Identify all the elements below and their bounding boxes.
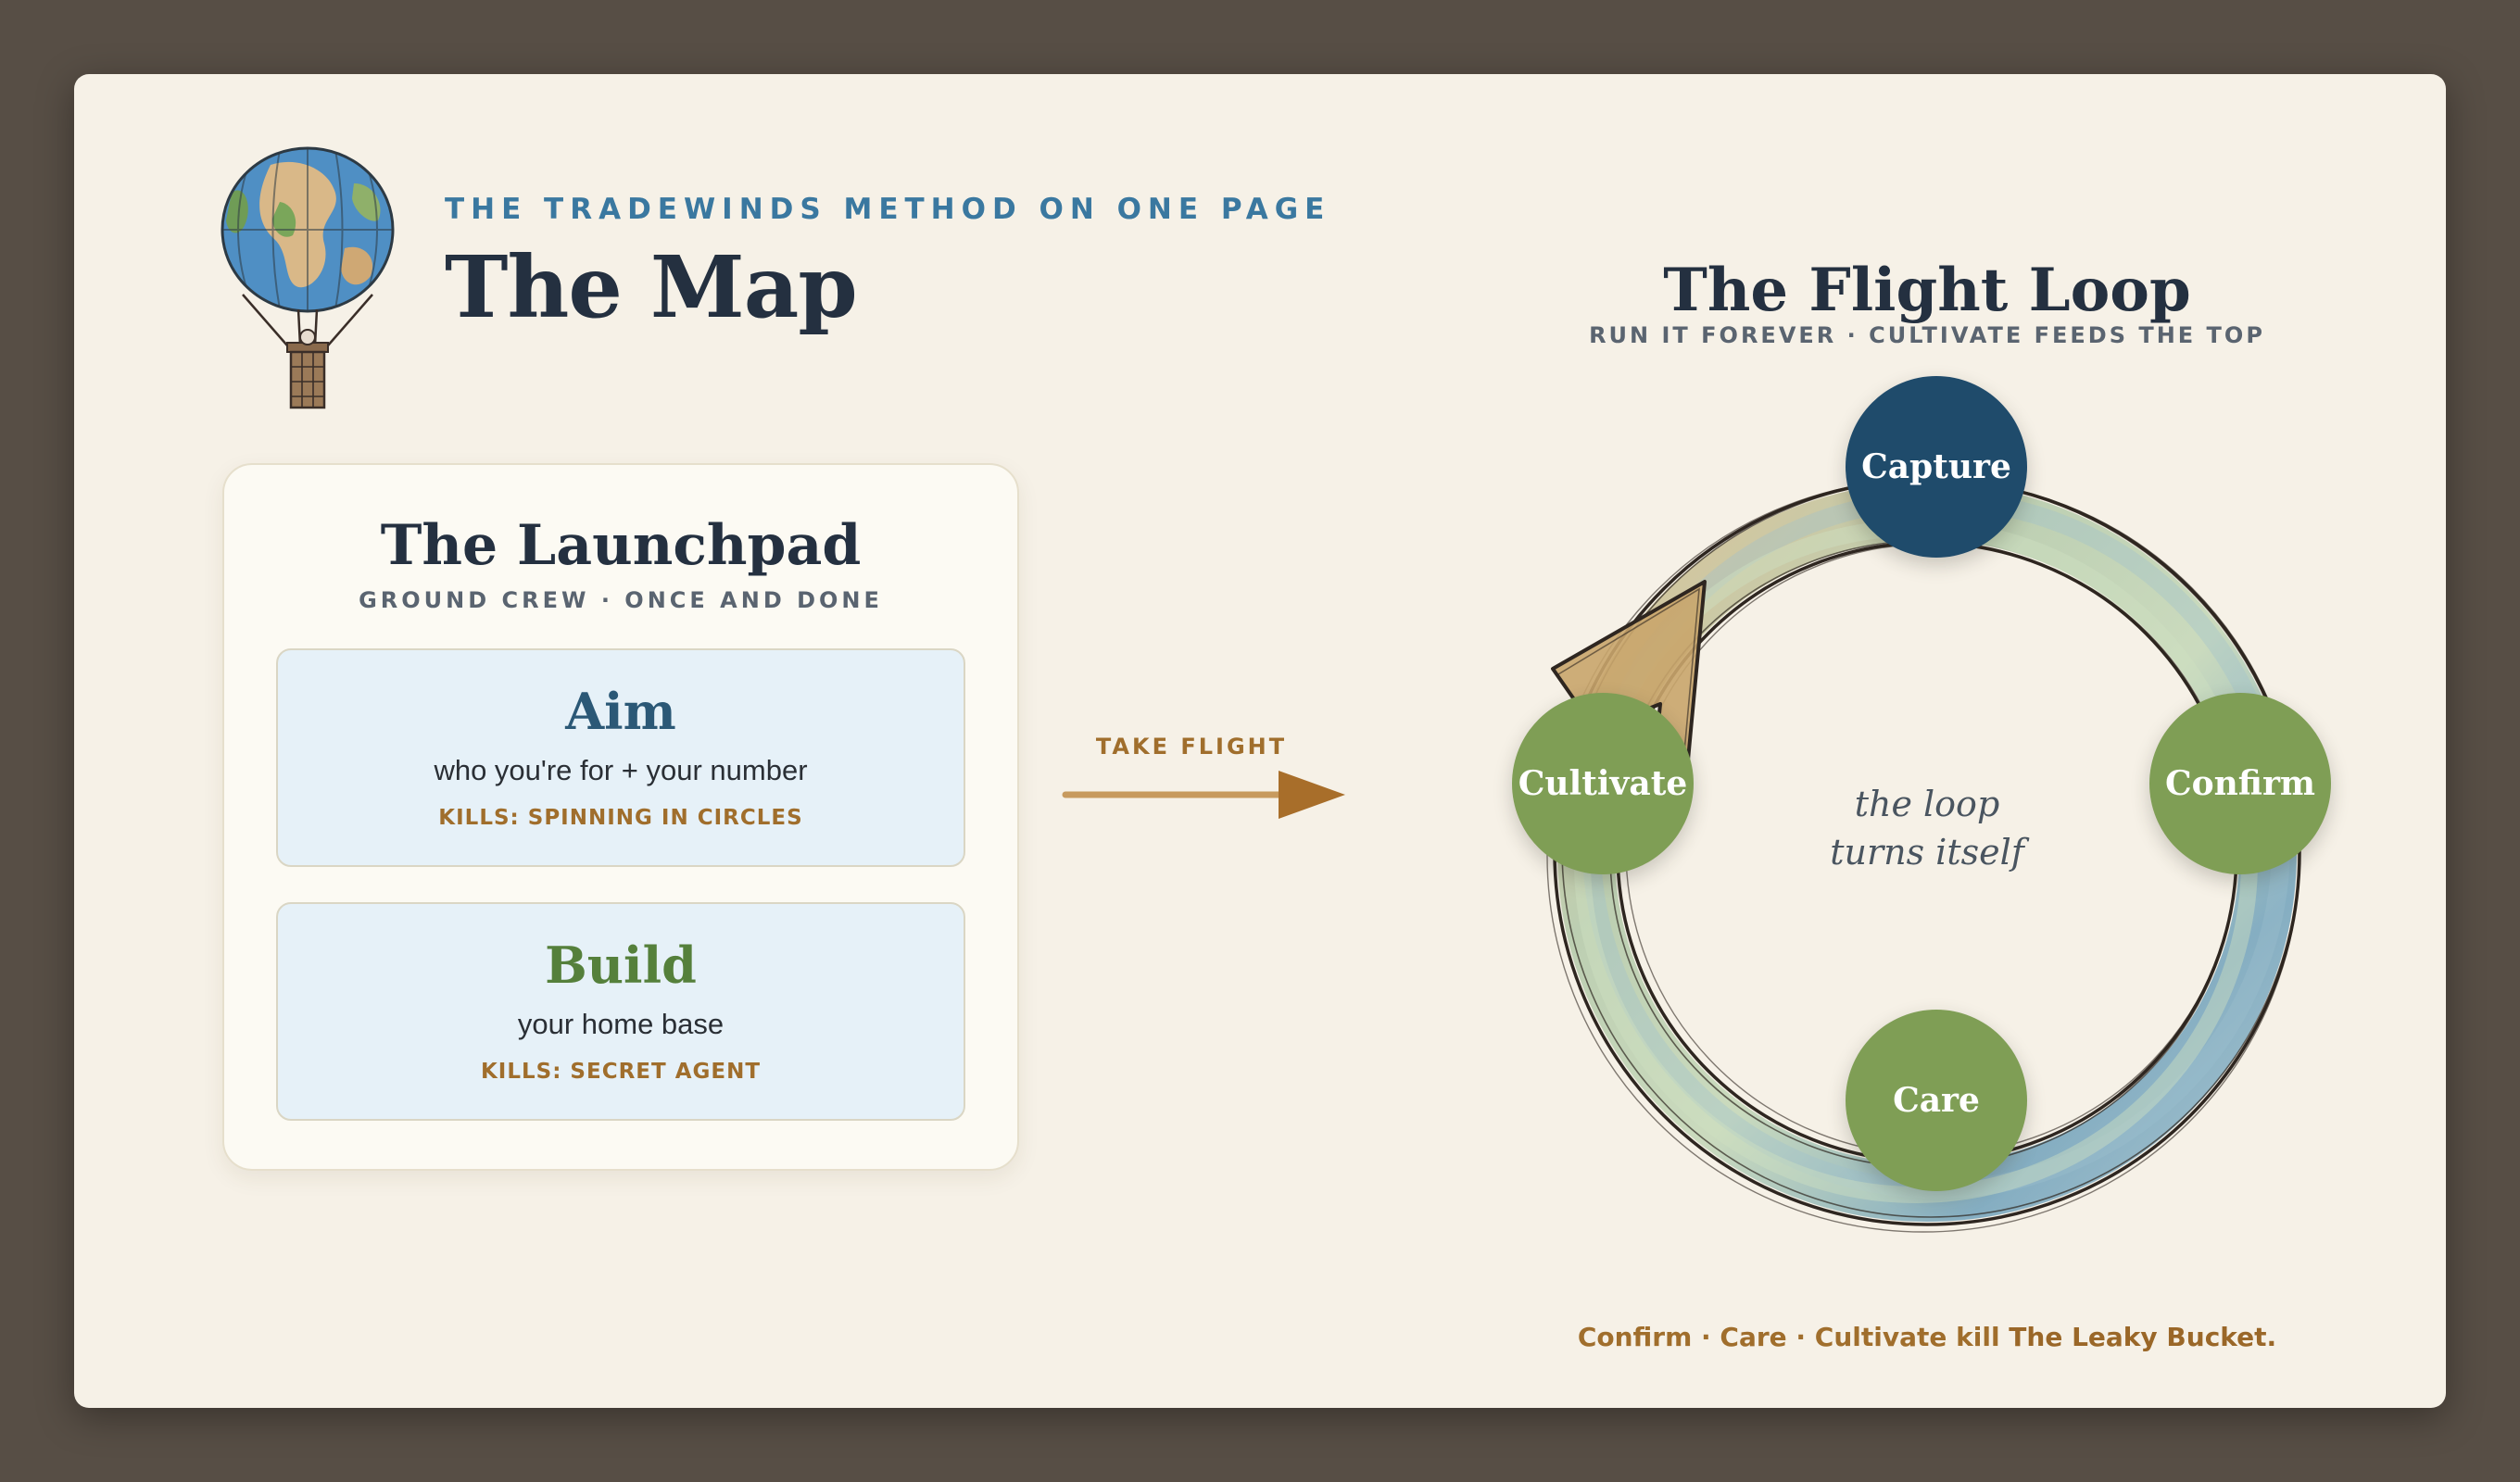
footer-emphasis: The Leaky Bucket. bbox=[2009, 1322, 2277, 1352]
right-arrow-icon bbox=[1062, 771, 1345, 819]
loop-node-confirm: Confirm bbox=[2149, 693, 2331, 874]
take-flight-label: TAKE FLIGHT bbox=[1095, 734, 1288, 760]
flight-loop-subtitle: RUN IT FOREVER · CULTIVATE FEEDS THE TOP bbox=[1589, 322, 2265, 348]
page-title: The Map bbox=[445, 237, 858, 337]
step-name: Build bbox=[545, 936, 697, 995]
loop-node-care: Care bbox=[1846, 1010, 2027, 1191]
launchpad-panel: The Launchpad GROUND CREW · ONCE AND DON… bbox=[222, 463, 1019, 1171]
step-kills-label: KILLS: SPINNING IN CIRCLES bbox=[438, 806, 803, 830]
step-name: Aim bbox=[565, 682, 676, 741]
step-kills-label: KILLS: SECRET AGENT bbox=[480, 1060, 762, 1084]
step-description: who you're for + your number bbox=[434, 754, 808, 786]
page-eyebrow: THE TRADEWINDS METHOD ON ONE PAGE bbox=[445, 193, 1331, 226]
footer-lead: Confirm · Care · Cultivate kill bbox=[1577, 1322, 2010, 1352]
step-card-build: Build your home base KILLS: SECRET AGENT bbox=[276, 902, 965, 1121]
loop-node-cultivate: Cultivate bbox=[1512, 693, 1694, 874]
center-note-line2: turns itself bbox=[1830, 832, 2024, 873]
step-card-aim: Aim who you're for + your number KILLS: … bbox=[276, 648, 965, 867]
map-card: THE TRADEWINDS METHOD ON ONE PAGE The Ma… bbox=[74, 74, 2446, 1408]
hot-air-balloon-icon bbox=[220, 146, 395, 409]
footer-caption: Confirm · Care · Cultivate kill The Leak… bbox=[1464, 1322, 2390, 1352]
loop-center-note: the loop turns itself bbox=[1779, 780, 2075, 876]
step-description: your home base bbox=[517, 1008, 724, 1040]
flight-loop-title: The Flight Loop bbox=[1663, 256, 2191, 325]
launchpad-title: The Launchpad bbox=[380, 513, 862, 578]
center-note-line1: the loop bbox=[1854, 784, 2000, 824]
loop-node-capture: Capture bbox=[1846, 376, 2027, 558]
launchpad-subtitle: GROUND CREW · ONCE AND DONE bbox=[359, 587, 883, 613]
